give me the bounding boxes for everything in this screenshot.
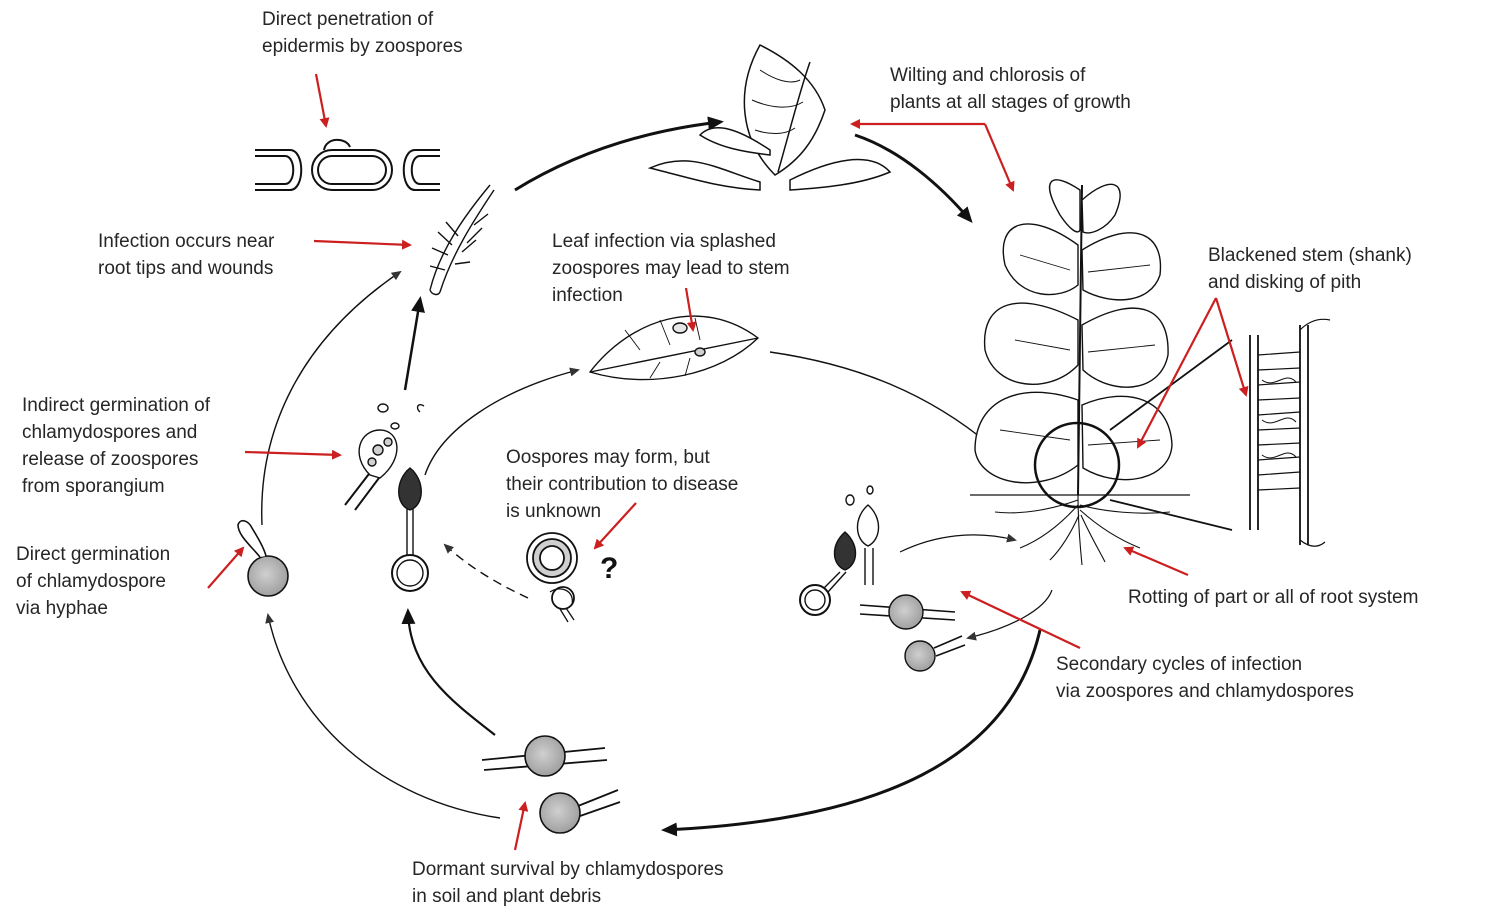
label-indirect-germination: Indirect germination of chlamydospores a…: [22, 392, 210, 500]
cycle-arrow-outer-left-up: [262, 272, 400, 525]
young-plant-drawing: [650, 45, 890, 190]
label-leaf-infection: Leaf infection via splashed zoospores ma…: [552, 228, 790, 309]
annotation-arrow-wilting-to-mature: [985, 124, 1013, 190]
cycle-arrow-oospore-dashed: [445, 545, 528, 598]
annotation-arrow-penetration: [316, 74, 326, 126]
cycle-arrow-outer-left-down: [268, 615, 500, 818]
annotation-arrow-rotting: [1125, 548, 1188, 575]
label-oospores: Oospores may form, but their contributio…: [506, 444, 738, 525]
label-secondary-cycles: Secondary cycles of infection via zoospo…: [1056, 651, 1354, 705]
label-infection-root-tips: Infection occurs near root tips and woun…: [98, 228, 274, 282]
annotation-arrow-blackened-to-stem: [1216, 298, 1246, 395]
cycle-arrow-leaf-to-stem: [770, 352, 990, 445]
cycle-arrow-to-young-plant: [515, 122, 720, 190]
annotation-arrow-secondary: [962, 592, 1080, 648]
oospore-drawing: [527, 533, 577, 622]
cycle-arrow-dormant-to-germination: [408, 612, 495, 735]
infected-leaf-drawing: [590, 316, 758, 380]
cycle-arrow-to-dormant: [665, 630, 1040, 830]
label-rotting: Rotting of part or all of root system: [1128, 584, 1418, 611]
mature-plant-drawing: [970, 180, 1190, 565]
label-direct-germination: Direct germination of chlamydospore via …: [16, 541, 170, 622]
secondary-cycle-spores-drawing: [800, 486, 965, 671]
root-tip-drawing: [430, 185, 494, 294]
label-dormant-survival: Dormant survival by chlamydospores in so…: [412, 856, 724, 910]
label-blackened-stem: Blackened stem (shank) and disking of pi…: [1208, 242, 1412, 296]
cycle-arrow-sporangium-to-root: [405, 300, 420, 390]
label-wilting: Wilting and chlorosis of plants at all s…: [890, 62, 1131, 116]
epidermis-cells-drawing: [255, 140, 440, 190]
annotation-arrow-direct-germination: [208, 548, 243, 588]
annotation-arrow-root-tips: [314, 241, 410, 245]
germinating-chlamydospore-drawing: [238, 521, 288, 596]
oospore-question-mark: ?: [600, 552, 618, 586]
root-system-drawing: [995, 495, 1170, 565]
label-direct-penetration: Direct penetration of epidermis by zoosp…: [262, 6, 463, 60]
annotation-arrow-indirect: [245, 452, 340, 455]
cycle-arrow-secondary-up: [900, 535, 1015, 552]
annotation-arrow-dormant: [515, 803, 525, 850]
sporangium-drawing: [345, 404, 428, 591]
dormant-chlamydospores-drawing: [482, 736, 620, 833]
